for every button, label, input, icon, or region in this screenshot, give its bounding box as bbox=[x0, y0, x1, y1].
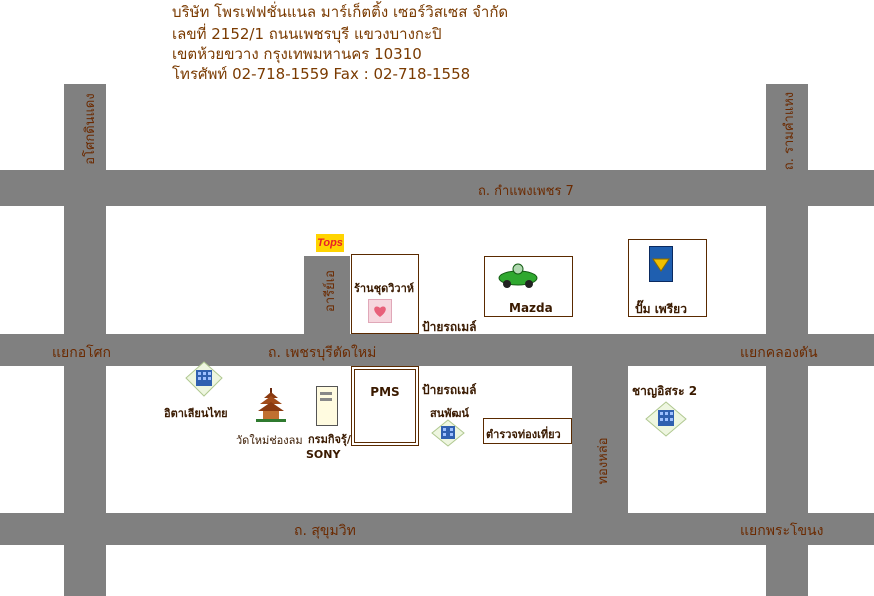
label-sukhumvit: ถ. สุขุมวิท bbox=[294, 523, 356, 539]
mazda-label: Mazda bbox=[509, 301, 553, 315]
label-phetchaburi: ถ. เพชรบุรีตัดใหม่ bbox=[268, 345, 377, 361]
phone-fax: โทรศัพท์ 02-718-1559 Fax : 02-718-1558 bbox=[172, 65, 471, 83]
gas-station: ปั๊ม เพรียว bbox=[628, 239, 707, 317]
fuel-icon bbox=[649, 246, 673, 282]
gas-station-label: ปั๊ม เพรียว bbox=[635, 302, 687, 316]
tourist-police-label: ตำรวจท่องเที่ยว bbox=[486, 428, 561, 441]
computer-tower-icon bbox=[316, 386, 338, 426]
sony-label-1: กรมกิจรุ้/ bbox=[308, 433, 351, 446]
label-ramkhamhaeng: ถ. รามคำแหง bbox=[782, 91, 797, 171]
address-line-2: เขตห้วยขวาง กรุงเทพมหานคร 10310 bbox=[172, 45, 422, 63]
intersection-khlong-tan: แยกคลองตัน bbox=[740, 345, 818, 361]
tourist-police: ตำรวจท่องเที่ยว bbox=[483, 418, 572, 444]
road-thong-lo bbox=[572, 366, 628, 516]
tops-logo-text: Tops bbox=[317, 237, 343, 249]
tops-logo-icon: Tops bbox=[316, 234, 344, 252]
chanyu-label: ชาญอิสระ 2 bbox=[632, 384, 698, 398]
road-phetchaburi bbox=[0, 334, 874, 366]
building-icon bbox=[184, 360, 224, 402]
heart-icon bbox=[368, 299, 392, 323]
mazda-dealer: Mazda bbox=[484, 256, 573, 317]
pms-label: PMS bbox=[370, 385, 400, 399]
sony-label-2: SONY bbox=[306, 448, 341, 461]
wedding-shop-label: ร้านชุดวิวาห์ bbox=[354, 282, 414, 295]
company-name: บริษัท โพรเฟฟชั่นแนล มาร์เก็ตติ้ง เซอร์ว… bbox=[172, 3, 509, 21]
label-ari-se: อารีย์เอ bbox=[323, 270, 338, 312]
address-line-1: เลขที่ 2152/1 ถนนเพชรบุรี แขวงบางกะปิ bbox=[172, 25, 442, 43]
intersection-asok: แยกอโศก bbox=[52, 345, 111, 361]
car-icon bbox=[497, 261, 539, 293]
bus-stop-north: ป้ายรถเมล์ bbox=[422, 320, 477, 334]
pms-office: PMS bbox=[351, 366, 419, 446]
intersection-phra-khanong: แยกพระโขนง bbox=[740, 523, 824, 539]
road-ari-se bbox=[304, 256, 350, 336]
bus-stop-south: ป้ายรถเมล์ bbox=[422, 383, 477, 397]
label-asok-din-daeng: อโศกดินแดง bbox=[83, 93, 98, 165]
sanphat-label: สนพัฒน์ bbox=[430, 407, 469, 420]
label-thong-lo: ทองหล่อ bbox=[596, 437, 611, 485]
road-sukhumvit bbox=[0, 513, 874, 545]
building-icon bbox=[430, 418, 466, 452]
wedding-shop: ร้านชุดวิวาห์ bbox=[351, 254, 419, 334]
italthai-label: อิตาเลียนไทย bbox=[164, 407, 228, 420]
temple-icon bbox=[256, 388, 286, 426]
temple-label: วัดใหม่ช่องลม bbox=[236, 434, 303, 447]
road-kamphaeng-phet-7 bbox=[0, 170, 874, 206]
label-kamphaeng-phet-7: ถ. กำแพงเพชร 7 bbox=[478, 184, 574, 199]
building-icon bbox=[644, 400, 688, 442]
